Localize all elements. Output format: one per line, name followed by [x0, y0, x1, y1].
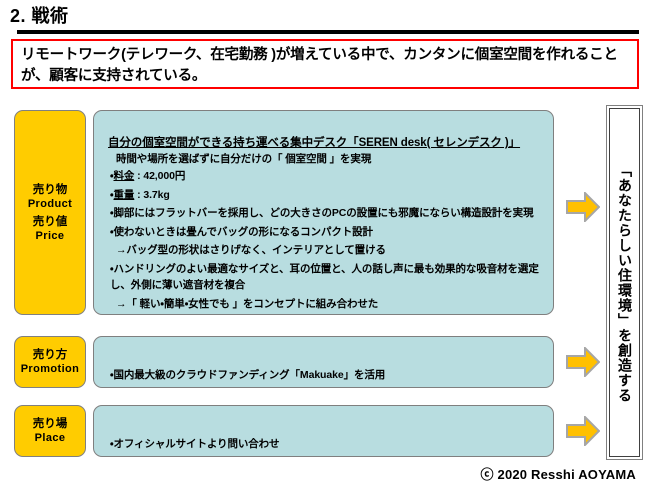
bullet-text: ハンドリングのよい最適なサイズと、耳の位置と、人の話し声に最も効果的な吸音材を選…: [110, 262, 539, 292]
right-arrow-icon-1: [566, 190, 601, 227]
bullet-text: バッグ型の形状はさりげなく、インテリアとして置ける: [126, 244, 386, 256]
vision-banner: 「あなたらしい住環境」を創造する: [606, 105, 643, 460]
label-en-product: Product: [27, 197, 73, 210]
right-arrow-icon-2: [566, 345, 601, 382]
product-bullet-1: ・料金 : 42,000円: [110, 168, 550, 185]
label-pair-product: 売り物 Product: [28, 183, 72, 211]
content-box-promotion[interactable]: ・国内最大級のクラウドファンディング「Makuake」を活用: [93, 336, 554, 388]
label-pair-price: 売り値 Price: [33, 215, 68, 243]
right-arrow-icon-3: [566, 414, 601, 451]
headline-callout: リモートワーク(テレワーク、在宅勤務 )が増えている中で、カンタンに個室空間を作…: [11, 39, 639, 89]
product-bullet-4: ・使わないときは畳んでバッグの形になるコンパクト設計: [110, 224, 550, 241]
place-bullet: ・オフィシャルサイトより問い合わせ: [110, 438, 280, 450]
page-title: 2. 戦術: [10, 6, 69, 26]
bullet-marker: →: [116, 244, 127, 256]
copyright-footer: ⓒ 2020 Resshi AOYAMA: [480, 467, 636, 482]
vision-banner-inner: 「あなたらしい住環境」を創造する: [609, 108, 640, 457]
product-subheading: 時間や場所を選ばずに自分だけの「 個室空間 」を実現: [116, 153, 372, 165]
label-jp-place: 売り場: [32, 418, 68, 430]
label-jp-promotion: 売り方: [32, 349, 68, 361]
bullet-marker: →: [116, 297, 127, 310]
label-en-price: Price: [35, 229, 65, 242]
headline-text: リモートワーク(テレワーク、在宅勤務 )が増えている中で、カンタンに個室空間を作…: [21, 47, 618, 84]
product-bullet-list: ・料金 : 42,000円・重量 : 3.7kg・脚部にはフラットバーを採用し、…: [110, 168, 550, 314]
bullet-text: 脚部にはフラットバーを採用し、どの大きさのPCの設置にも邪魔にならい構造設計を実…: [113, 207, 534, 219]
bullet-marker: ・: [110, 262, 114, 275]
product-bullet-5: →バッグ型の形状はさりげなく、インテリアとして置ける: [110, 242, 550, 259]
product-bullet-6: ・ハンドリングのよい最適なサイズと、耳の位置と、人の話し声に最も効果的な吸音材を…: [110, 261, 550, 294]
bullet-key: 重量: [113, 188, 135, 201]
product-bullet-7: →「 軽い・簡単・女性でも 」をコンセプトに組み合わせた: [110, 296, 550, 313]
bullet-text: 使わないときは畳んでバッグの形になるコンパクト設計: [113, 225, 373, 238]
label-box-product-price[interactable]: 売り物 Product 売り値 Price: [14, 110, 86, 315]
bullet-text: : 3.7kg: [134, 188, 170, 201]
bullet-marker: ・: [110, 225, 114, 238]
label-box-place[interactable]: 売り場 Place: [14, 405, 86, 457]
bullet-key: 料金: [113, 170, 135, 182]
bullet-marker: ・: [110, 188, 114, 201]
product-bullet-2: ・重量 : 3.7kg: [110, 187, 550, 204]
promotion-bullet: ・国内最大級のクラウドファンディング「Makuake」を活用: [110, 369, 386, 381]
product-heading: 自分の個室空間ができる持ち運べる集中デスク「SEREN desk( セレンデスク…: [108, 137, 521, 149]
title-divider: [17, 30, 639, 34]
vision-text: 「あなたらしい住環境」を創造する: [617, 162, 633, 403]
label-en-promotion: Promotion: [20, 363, 80, 375]
label-jp-product: 売り物: [32, 183, 68, 196]
product-bullet-3: ・脚部にはフラットバーを採用し、どの大きさのPCの設置にも邪魔にならい構造設計を…: [110, 205, 550, 222]
content-box-product-price[interactable]: 自分の個室空間ができる持ち運べる集中デスク「SEREN desk( セレンデスク…: [93, 110, 554, 315]
bullet-marker: ・: [110, 170, 114, 182]
label-jp-price: 売り値: [32, 215, 68, 228]
content-box-place[interactable]: ・オフィシャルサイトより問い合わせ: [93, 405, 554, 457]
bullet-marker: ・: [110, 207, 114, 219]
label-pair-place: 売り場 Place: [33, 417, 68, 445]
label-en-place: Place: [34, 432, 66, 444]
label-box-promotion[interactable]: 売り方 Promotion: [14, 336, 86, 388]
bullet-text: 「 軽い・簡単・女性でも 」をコンセプトに組み合わせた: [126, 297, 379, 310]
label-pair-promotion: 売り方 Promotion: [21, 348, 80, 376]
bullet-text: : 42,000円: [134, 170, 186, 182]
